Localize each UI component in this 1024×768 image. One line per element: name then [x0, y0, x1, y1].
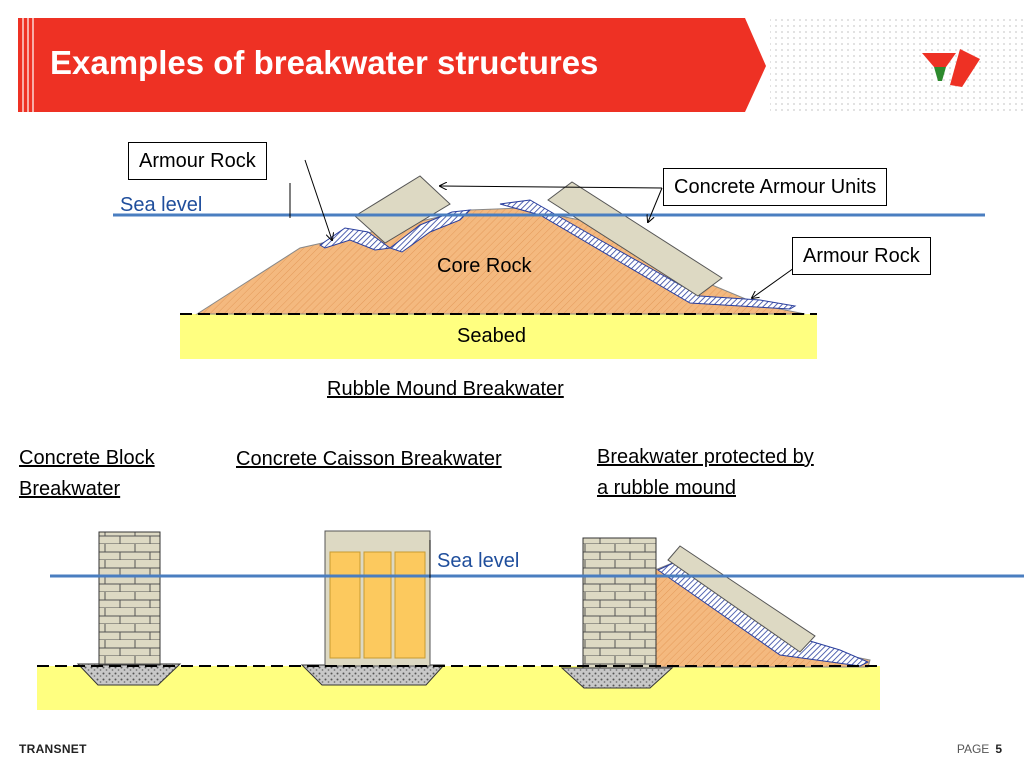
concrete-armour-unit — [547, 181, 723, 297]
header-background — [18, 18, 1024, 112]
seabed-area — [180, 314, 817, 359]
footer-page: PAGE 5 — [957, 742, 1002, 756]
seabed-label: Seabed — [457, 325, 526, 347]
protected-caption-line1: Breakwater protected by — [597, 446, 814, 468]
armour-rock-label-right: Armour Rock — [792, 237, 931, 275]
concrete-armour-unit — [667, 545, 816, 653]
bottom-diagrams — [37, 530, 1024, 710]
concrete-block-caption-line2: Breakwater — [19, 478, 121, 500]
sea-level-label-bottom: Sea level — [437, 550, 520, 572]
page-number: 5 — [995, 742, 1002, 756]
page-label: PAGE — [956, 742, 990, 756]
armour-rock-right — [499, 199, 797, 310]
footer-brand: TRANSNET — [19, 742, 87, 756]
concrete-block-caption-line1: Concrete Block — [19, 447, 155, 469]
protected-caption-line2: a rubble mound — [597, 477, 736, 499]
concrete-block-wall — [582, 537, 657, 669]
armour-rock-left — [319, 227, 392, 251]
slide-title: Examples of breakwater structures — [50, 44, 599, 81]
concrete-armour-unit — [354, 175, 451, 244]
armour-rock-label-left: Armour Rock — [128, 142, 267, 180]
core-rock-label: Core Rock — [437, 255, 532, 277]
concrete-armour-units-label: Concrete Armour Units — [663, 168, 888, 206]
rubble-mound-caption: Rubble Mound Breakwater — [327, 378, 564, 400]
transnet-logo-icon — [922, 49, 980, 87]
slide-header: Examples of breakwater structures — [0, 0, 1024, 128]
rubble-mound-breakwater — [113, 159, 985, 359]
concrete-block-breakwater — [98, 531, 161, 666]
sea-level-label-top: Sea level — [120, 194, 203, 216]
caisson-caption: Concrete Caisson Breakwater — [236, 448, 502, 470]
seabed-area-bottom — [37, 666, 880, 710]
